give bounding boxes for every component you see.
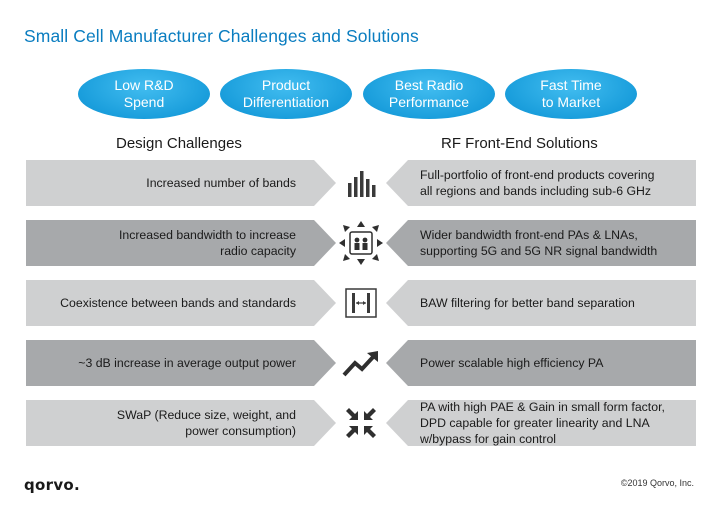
qorvo-logo: qorvo. — [24, 476, 81, 494]
challenge-arrow: ~3 dB increase in average output power — [26, 340, 336, 386]
challenge-row: Coexistence between bands and standards … — [0, 280, 720, 326]
challenge-arrow: Increased number of bands — [26, 160, 336, 206]
challenge-arrow: Coexistence between bands and standards — [26, 280, 336, 326]
rf-solutions-heading: RF Front-End Solutions — [441, 135, 598, 152]
solution-arrow: Full-portfolio of front-end products cov… — [386, 160, 696, 206]
page-title: Small Cell Manufacturer Challenges and S… — [24, 26, 419, 46]
challenge-arrow: Increased bandwidth to increase radio ca… — [26, 220, 336, 266]
band-separation-icon — [336, 280, 386, 326]
solution-arrow: BAW filtering for better band separation — [386, 280, 696, 326]
copyright-text: ©2019 Qorvo, Inc. — [620, 478, 694, 488]
challenge-arrow: SWaP (Reduce size, weight, and power con… — [26, 400, 336, 446]
challenge-row: SWaP (Reduce size, weight, and power con… — [0, 400, 720, 446]
design-challenges-heading: Design Challenges — [116, 135, 242, 152]
bar-chart-icon — [336, 160, 386, 206]
challenge-row: Increased number of bands Full-portfolio… — [0, 160, 720, 206]
challenge-row: Increased bandwidth to increase radio ca… — [0, 220, 720, 266]
goal-fast-time-to-market: Fast Time to Market — [505, 69, 637, 119]
compress-arrows-icon — [336, 400, 386, 446]
trend-up-icon — [336, 340, 386, 386]
solution-arrow: Wider bandwidth front-end PAs & LNAs, su… — [386, 220, 696, 266]
expand-arrows-icon — [336, 220, 386, 266]
goal-product-differentiation: Product Differentiation — [220, 69, 352, 119]
challenge-row: ~3 dB increase in average output power P… — [0, 340, 720, 386]
solution-arrow: Power scalable high efficiency PA — [386, 340, 696, 386]
solution-arrow: PA with high PAE & Gain in small form fa… — [386, 400, 696, 446]
goal-best-radio-performance: Best Radio Performance — [363, 69, 495, 119]
goal-low-rd-spend: Low R&D Spend — [78, 69, 210, 119]
